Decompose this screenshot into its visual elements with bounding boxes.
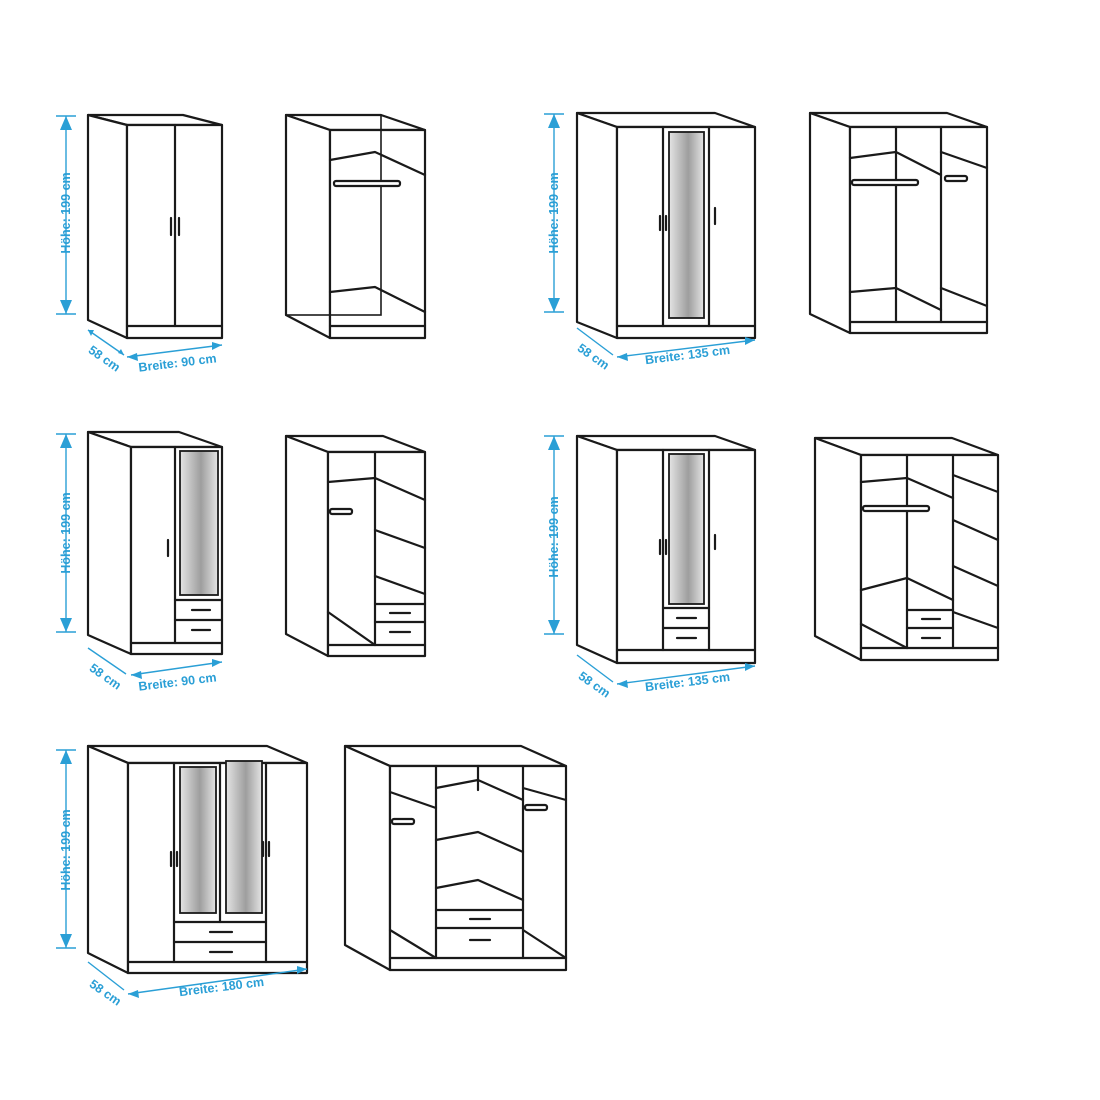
height-label-3: Höhe: 199 cm	[59, 492, 73, 573]
width-label-3: Breite: 90 cm	[138, 670, 218, 693]
wardrobe-2door-closed	[86, 113, 224, 340]
width-label-2: Breite: 135 cm	[644, 343, 731, 367]
wardrobe-4door-interior	[343, 744, 568, 972]
width-label-5: Breite: 180 cm	[178, 975, 265, 999]
depth-label-1: 58 cm	[86, 343, 123, 375]
width-dimension-3: Breite: 90 cm	[130, 659, 223, 694]
wardrobe-2door-mirror-drawers-closed	[86, 430, 224, 656]
height-label-4: Höhe: 199 cm	[547, 496, 561, 577]
depth-dimension-1: 58 cm	[86, 329, 125, 375]
height-dimension-4: Höhe: 199 cm	[544, 435, 564, 635]
wardrobe-3door-interior	[808, 111, 989, 335]
wardrobe-4door-mirror-closed	[86, 744, 309, 975]
depth-dimension-4: 58 cm	[576, 654, 614, 701]
depth-label-5: 58 cm	[87, 977, 124, 1009]
height-dimension-1: Höhe: 199 cm	[56, 115, 76, 315]
height-dimension-2: Höhe: 199 cm	[544, 113, 564, 313]
height-dimension-3: Höhe: 199 cm	[56, 433, 76, 633]
width-dimension-1: Breite: 90 cm	[126, 342, 223, 375]
width-dimension-4: Breite: 135 cm	[616, 663, 756, 694]
depth-label-2: 58 cm	[575, 341, 612, 373]
wardrobe-3door-mirror-drawers-closed	[575, 434, 757, 665]
depth-dimension-3: 58 cm	[87, 647, 127, 693]
wardrobe-2door-interior	[284, 113, 427, 340]
height-label-5: Höhe: 199 cm	[59, 809, 73, 890]
wardrobe-3door-shelves-interior	[813, 436, 1000, 662]
width-label-4: Breite: 135 cm	[644, 670, 731, 694]
wardrobe-3door-mirror-closed	[575, 111, 757, 340]
depth-label-3: 58 cm	[87, 661, 124, 693]
depth-label-4: 58 cm	[576, 669, 613, 701]
wardrobe-2door-shelves-interior	[284, 434, 427, 658]
height-dimension-5: Höhe: 199 cm	[56, 749, 76, 949]
height-label-1: Höhe: 199 cm	[59, 172, 73, 253]
height-label-2: Höhe: 199 cm	[547, 172, 561, 253]
width-dimension-2: Breite: 135 cm	[616, 337, 756, 367]
